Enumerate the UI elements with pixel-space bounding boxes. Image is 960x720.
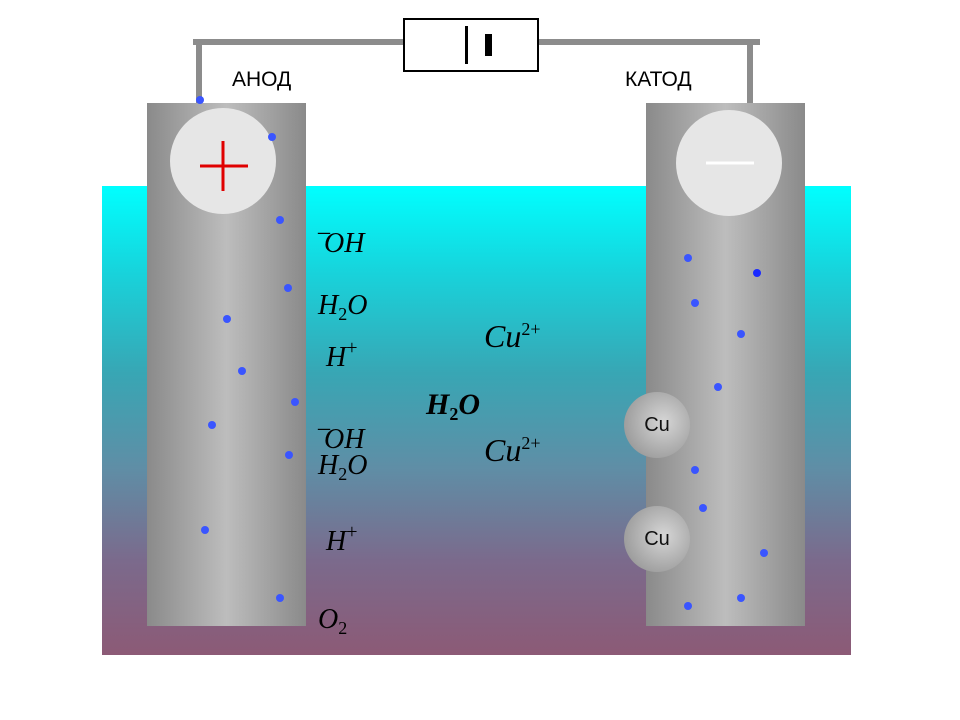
ion-formula: H bbox=[326, 526, 347, 557]
electron-dot bbox=[276, 594, 284, 602]
electron-dot bbox=[684, 254, 692, 262]
battery-icon bbox=[403, 18, 539, 72]
ion-formula: O bbox=[458, 388, 481, 421]
wire-anode-lead bbox=[196, 39, 202, 105]
wire-top-right bbox=[539, 39, 760, 45]
hydrogen-ion: H+ bbox=[326, 338, 358, 372]
ion-formula: OH bbox=[324, 424, 365, 455]
ion-subscript: 2 bbox=[449, 404, 459, 424]
copper-ion: Cu2+ bbox=[484, 434, 541, 466]
electron-dot bbox=[196, 96, 204, 104]
electron-dot bbox=[753, 269, 761, 277]
electron-dot bbox=[737, 330, 745, 338]
ion-subscript: 2 bbox=[338, 304, 348, 324]
hydrogen-ion: H+ bbox=[326, 522, 358, 556]
anode-electrode bbox=[147, 103, 306, 626]
electron-dot bbox=[699, 504, 707, 512]
anode-label: АНОД bbox=[232, 68, 292, 91]
cathode-label: КАТОД bbox=[625, 68, 692, 91]
wire-top-left bbox=[193, 39, 405, 45]
electron-dot bbox=[691, 299, 699, 307]
electron-dot bbox=[201, 526, 209, 534]
ion-formula: OH bbox=[324, 228, 365, 259]
battery-short-plate bbox=[485, 34, 492, 56]
ion-charge-minus: _ bbox=[318, 211, 330, 237]
ion-charge-minus: _ bbox=[318, 407, 330, 433]
electron-dot bbox=[285, 451, 293, 459]
water-molecule: H2O bbox=[318, 450, 368, 484]
ion-superscript: + bbox=[346, 337, 358, 359]
ion-formula: Cu bbox=[484, 318, 522, 354]
copper-ion: Cu2+ bbox=[484, 320, 541, 352]
ion-formula: O bbox=[347, 450, 368, 481]
electron-dot bbox=[238, 367, 246, 375]
minus-sign-icon bbox=[706, 161, 754, 165]
electron-dot bbox=[737, 594, 745, 602]
hydroxide-ion: _ OH bbox=[318, 212, 365, 259]
ion-superscript: 2+ bbox=[521, 319, 541, 339]
ion-formula: O bbox=[347, 290, 368, 321]
battery-long-plate bbox=[465, 26, 468, 64]
water-molecule: H2O bbox=[318, 290, 368, 324]
copper-deposit: Cu bbox=[624, 392, 690, 458]
ion-formula: H bbox=[426, 388, 450, 421]
electron-dot bbox=[284, 284, 292, 292]
water-molecule: H2O bbox=[426, 388, 481, 424]
electron-dot bbox=[208, 421, 216, 429]
wire-cathode-lead bbox=[747, 39, 753, 107]
electron-dot bbox=[291, 398, 299, 406]
electron-dot bbox=[691, 466, 699, 474]
electron-dot bbox=[276, 216, 284, 224]
electron-dot bbox=[223, 315, 231, 323]
oxygen-molecule: O2 bbox=[318, 604, 348, 638]
ion-formula: H bbox=[318, 450, 339, 481]
electron-dot bbox=[268, 133, 276, 141]
plus-sign-icon bbox=[200, 141, 248, 191]
cathode-terminal bbox=[676, 110, 782, 216]
ion-superscript: + bbox=[346, 521, 358, 543]
electron-dot bbox=[684, 602, 692, 610]
electron-dot bbox=[760, 549, 768, 557]
ion-formula: H bbox=[318, 290, 339, 321]
anode-terminal bbox=[170, 108, 276, 214]
ion-superscript: 2+ bbox=[521, 433, 541, 453]
ion-formula: Cu bbox=[484, 432, 522, 468]
ion-formula: O bbox=[318, 604, 339, 635]
hydroxide-ion: _ OH bbox=[318, 408, 365, 455]
ion-subscript: 2 bbox=[338, 618, 348, 638]
copper-deposit: Cu bbox=[624, 506, 690, 572]
ion-subscript: 2 bbox=[338, 464, 348, 484]
ion-formula: H bbox=[326, 342, 347, 373]
electron-dot bbox=[714, 383, 722, 391]
